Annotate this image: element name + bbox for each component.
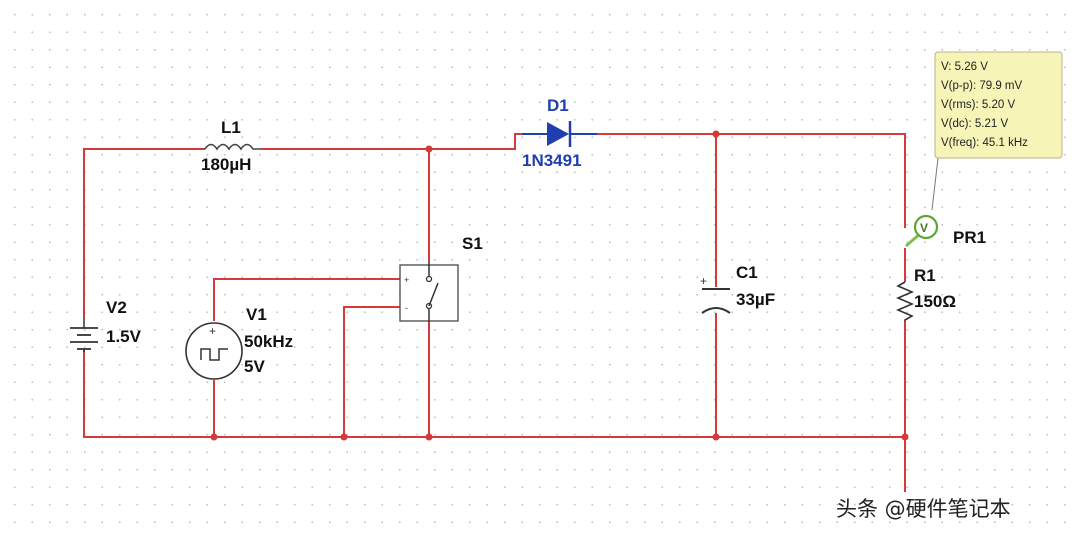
wire-v1-to-switch (213, 278, 400, 321)
probe-readout-box: V: 5.26 V V(p-p): 79.9 mV V(rms): 5.20 V… (934, 51, 1063, 159)
switch-plus-mark: + (404, 275, 409, 285)
wires (83, 133, 906, 492)
wire-top-left (83, 148, 205, 318)
switch-S1[interactable]: + - S1 (399, 234, 483, 322)
probe-symbol: V (920, 221, 928, 235)
diode-D1[interactable]: D1 1N3491 (522, 96, 597, 170)
probe-ring-icon (913, 214, 939, 240)
pr1-name: PR1 (953, 228, 986, 247)
wire-d1-to-right (597, 133, 906, 228)
probe-reading-vrms: V(rms): 5.20 V (941, 99, 1015, 111)
junction-dot (712, 433, 720, 441)
junction-dot (712, 130, 720, 138)
junction-dot (210, 433, 218, 441)
wire-switch-minus (343, 306, 400, 437)
probe-PR1[interactable]: V PR1 (905, 157, 986, 248)
pulse-source-V1[interactable]: + V1 50kHz 5V (185, 305, 293, 380)
wire-bottom (83, 350, 905, 438)
battery-V2[interactable]: V2 1.5V (70, 298, 142, 352)
probe-reading-vpp: V(p-p): 79.9 mV (941, 80, 1022, 92)
capacitor-C1[interactable]: + C1 33µF (700, 263, 775, 314)
v2-value: 1.5V (106, 327, 142, 346)
c1-value: 33µF (736, 290, 775, 309)
l1-value: 180µH (201, 155, 251, 174)
watermark-text: 头条 @硬件笔记本 (836, 497, 1011, 521)
resistor-R1[interactable]: R1 150Ω (895, 248, 956, 322)
v1-plus-mark: + (209, 324, 216, 338)
junctions (210, 130, 909, 441)
junction-dot (425, 145, 433, 153)
switch-minus-mark: - (405, 303, 408, 313)
junction-dot (901, 433, 909, 441)
v1-amplitude: 5V (244, 357, 265, 376)
l1-name: L1 (221, 118, 241, 137)
d1-value: 1N3491 (522, 151, 582, 170)
c1-plus-mark: + (700, 274, 707, 288)
junction-dot (425, 433, 433, 441)
v2-name: V2 (106, 298, 127, 317)
r1-name: R1 (914, 266, 936, 285)
v1-frequency: 50kHz (244, 332, 293, 351)
junction-dot (340, 433, 348, 441)
d1-name: D1 (547, 96, 569, 115)
probe-reading-vdc: V(dc): 5.21 V (941, 118, 1008, 130)
r1-value: 150Ω (914, 292, 956, 311)
c1-name: C1 (736, 263, 758, 282)
s1-name: S1 (462, 234, 483, 253)
v1-name: V1 (246, 305, 267, 324)
wire-l1-to-d1 (261, 133, 522, 150)
probe-reading-v: V: 5.26 V (941, 61, 988, 73)
probe-reading-vfreq: V(freq): 45.1 kHz (941, 137, 1028, 149)
inductor-L1[interactable]: L1 180µH (201, 118, 261, 174)
